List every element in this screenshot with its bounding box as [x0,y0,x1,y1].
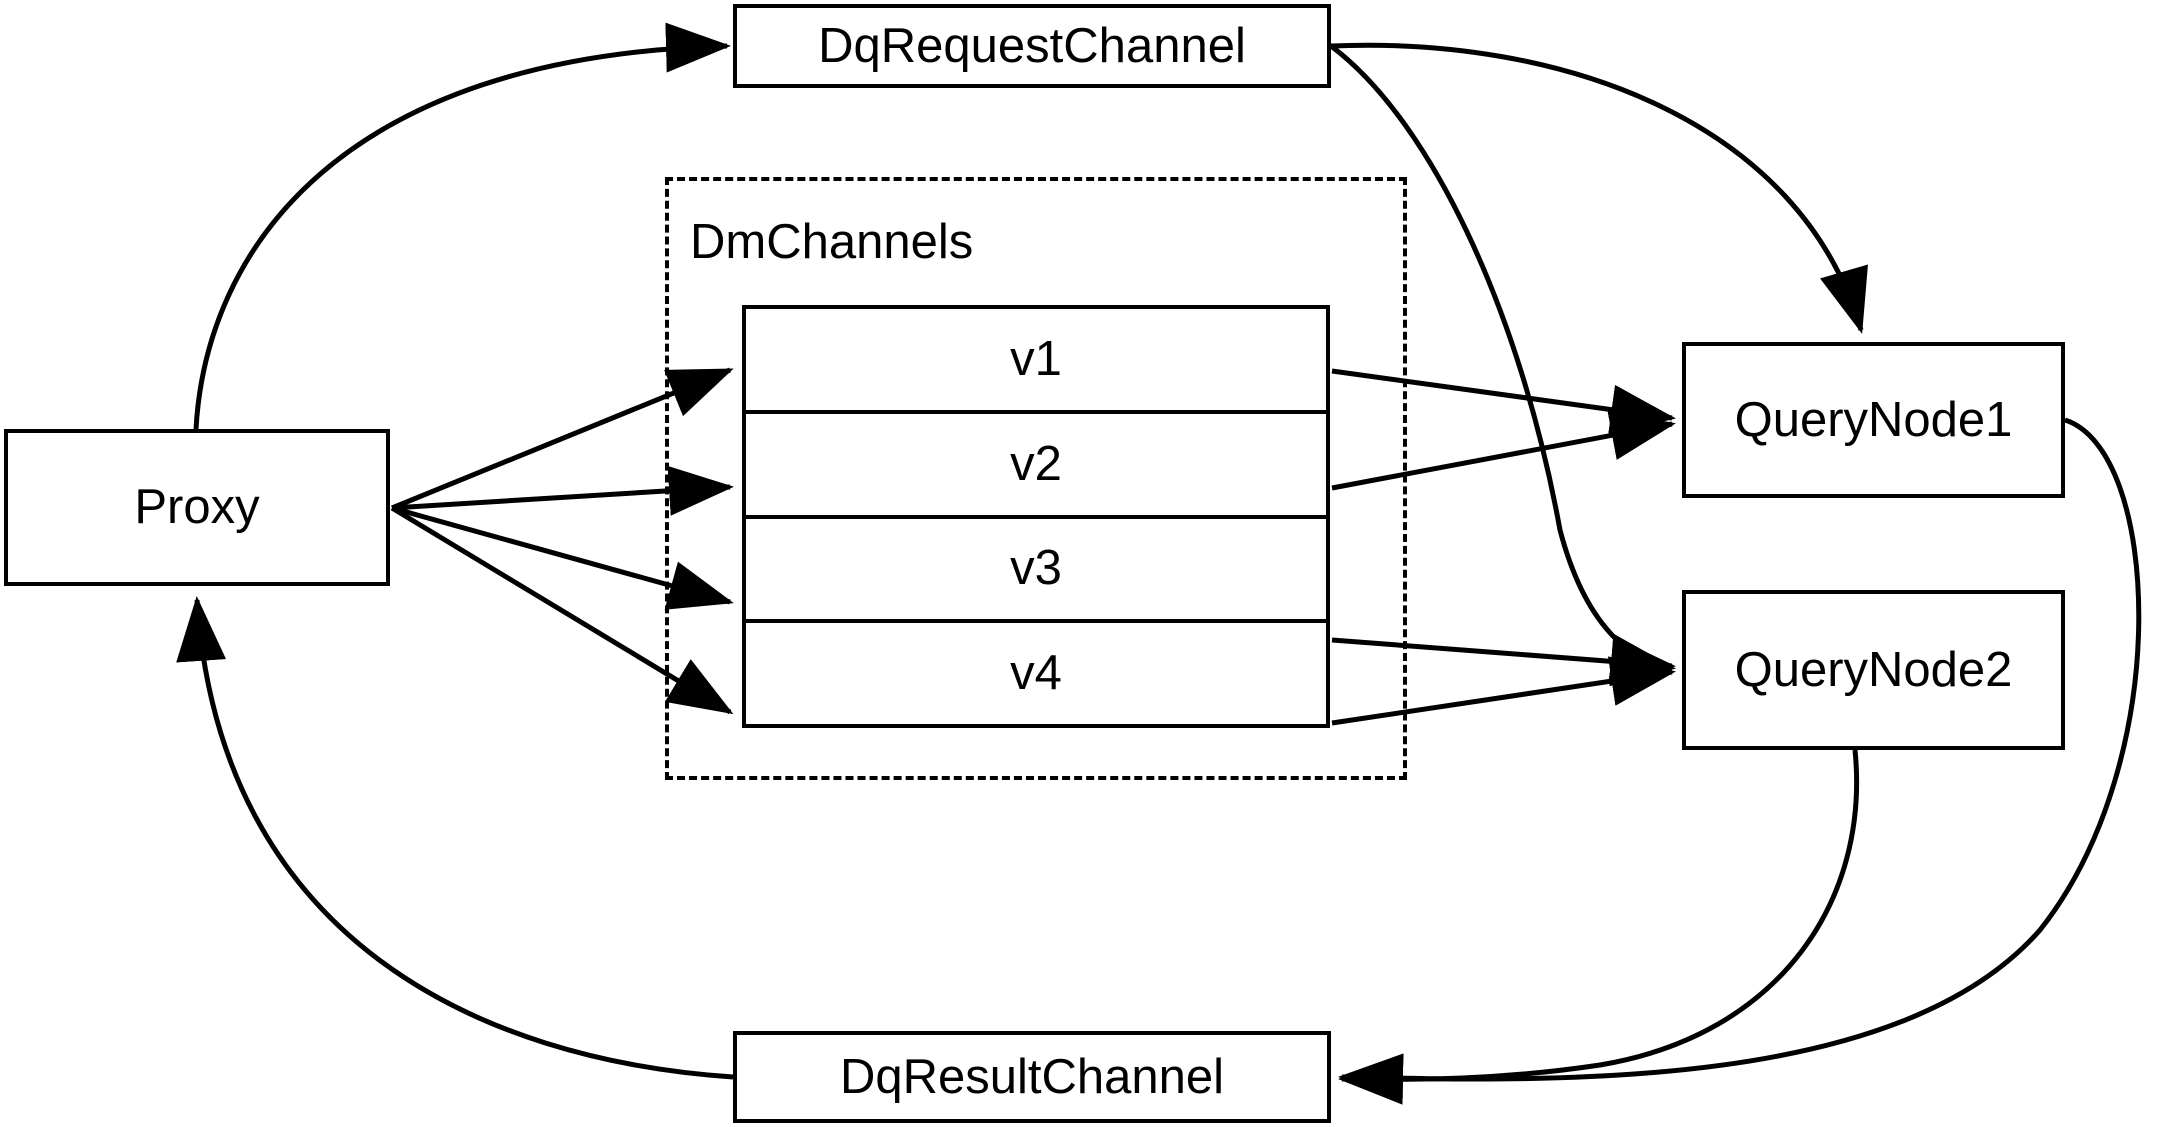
dm-channels-group-label: DmChannels [690,215,974,269]
edge-proxy-to-v1 [391,367,734,511]
vchannel-row-v4[interactable]: v4 [746,619,1326,724]
edge-v1-to-query-node-1 [1331,368,1676,435]
edge-proxy-to-v3 [391,505,734,610]
node-proxy[interactable]: Proxy [4,429,390,586]
node-query-node-1[interactable]: QueryNode1 [1682,342,2065,498]
node-query-node-2[interactable]: QueryNode2 [1682,590,2065,750]
edge-v4-to-query-node-2 [1331,656,1676,726]
edge-query-node-1-to-dq-result-channel [1338,417,2142,1104]
edge-proxy-to-v2 [391,465,734,516]
dm-channels-vchannel-stack: v1 v2 v3 v4 [742,305,1330,728]
vchannel-row-v3[interactable]: v3 [746,514,1326,620]
node-dq-result-channel[interactable]: DqResultChannel [733,1031,1331,1123]
edge-query-node-2-to-dq-result-channel [1338,749,1860,1105]
edge-proxy-to-dq-request-channel [193,22,731,430]
vchannel-row-v1[interactable]: v1 [746,309,1326,410]
dm-channels-group [665,177,1407,780]
edge-proxy-to-v4 [390,505,734,715]
edge-dq-result-channel-to-proxy [176,596,734,1080]
node-dq-request-channel[interactable]: DqRequestChannel [733,4,1331,88]
edge-dq-request-channel-to-query-node-1 [1330,42,1868,334]
vchannel-row-v2[interactable]: v2 [746,409,1326,515]
edge-v2-to-query-node-1 [1331,410,1676,491]
